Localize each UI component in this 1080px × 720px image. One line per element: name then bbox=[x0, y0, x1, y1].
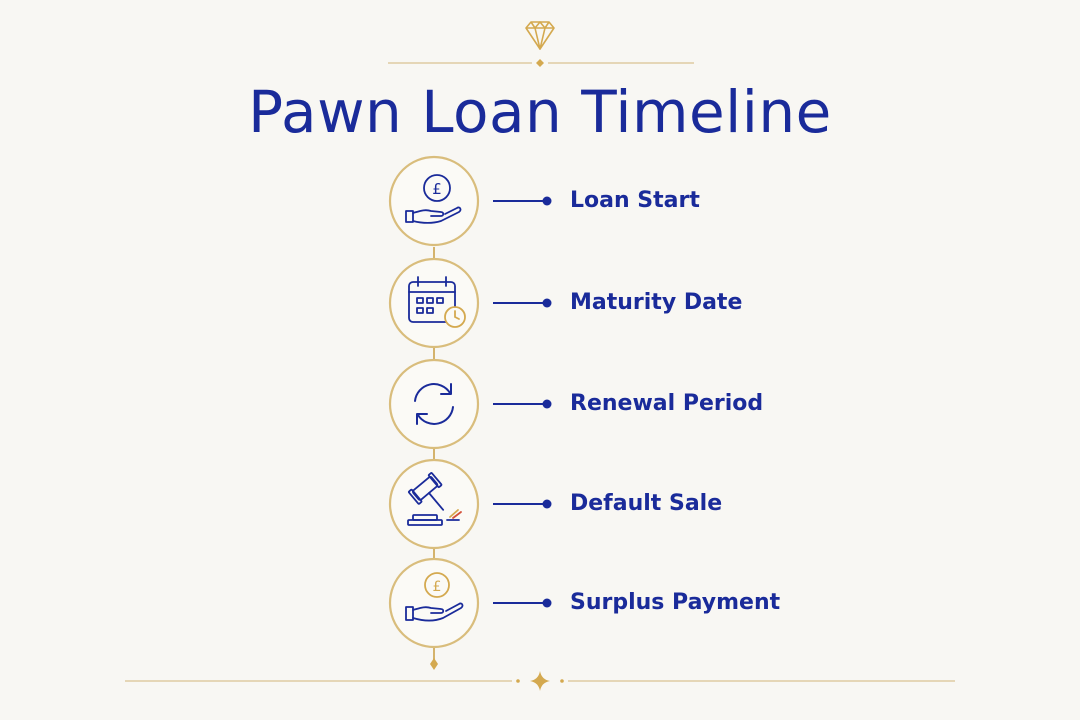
gavel-strike-mark bbox=[446, 509, 462, 521]
step-label-default-sale: Default Sale bbox=[570, 491, 723, 516]
bottom-dot-right bbox=[560, 679, 564, 683]
step-circle-loan-start: £ bbox=[387, 154, 481, 248]
calendar-clock-icon bbox=[408, 276, 456, 323]
hand-pound-coin-icon: £ bbox=[405, 174, 462, 224]
step-label-loan-start: Loan Start bbox=[570, 188, 700, 213]
bottom-ornament bbox=[125, 671, 955, 691]
top-ornament bbox=[388, 21, 694, 67]
step-circle-renewal-period bbox=[387, 357, 481, 451]
step-label-maturity-date: Maturity Date bbox=[570, 290, 743, 315]
page-title: Pawn Loan Timeline bbox=[248, 78, 832, 146]
step-connector-1 bbox=[493, 196, 552, 206]
hand-pound-coin-icon bbox=[405, 602, 464, 622]
step-label-surplus-payment: Surplus Payment bbox=[570, 590, 781, 615]
auction-gavel-icon bbox=[407, 472, 445, 526]
sparkle-icon bbox=[530, 671, 550, 691]
svg-text:£: £ bbox=[433, 579, 442, 595]
step-connector-5 bbox=[493, 598, 552, 608]
step-circle-maturity-date bbox=[387, 256, 481, 350]
step-connector-3 bbox=[493, 399, 552, 409]
step-connector-2 bbox=[493, 298, 552, 308]
step-connector-4 bbox=[493, 499, 552, 509]
step-circle-default-sale bbox=[387, 457, 481, 551]
step-circle-surplus-payment: £ bbox=[387, 556, 481, 650]
pound-coin-icon: £ bbox=[424, 572, 450, 598]
top-rule-diamond bbox=[536, 59, 544, 67]
bottom-dot-left bbox=[516, 679, 520, 683]
step-label-renewal-period: Renewal Period bbox=[570, 391, 764, 416]
clock-icon bbox=[444, 306, 466, 328]
svg-text:£: £ bbox=[432, 180, 442, 198]
refresh-cycle-icon bbox=[414, 383, 454, 425]
diamond-icon bbox=[525, 21, 555, 50]
